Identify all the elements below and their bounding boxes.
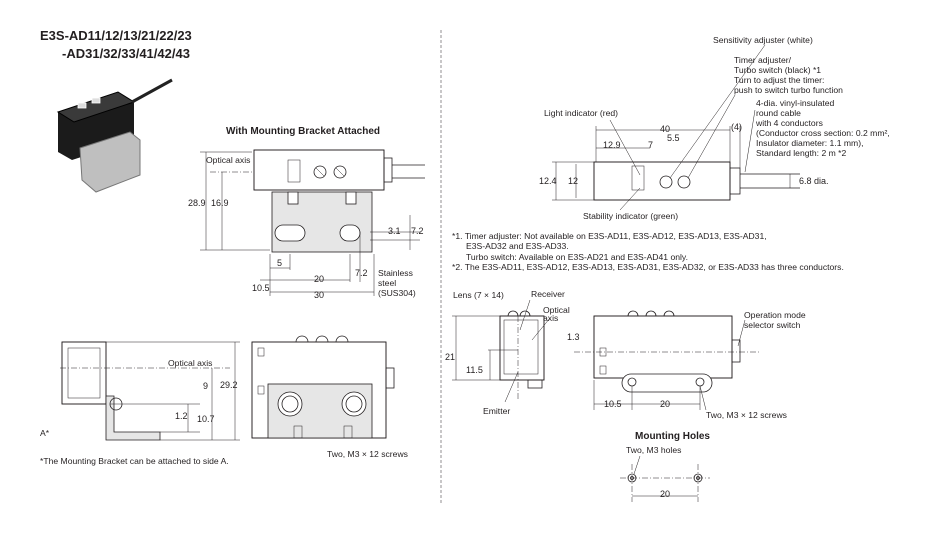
bracket-heading: With Mounting Bracket Attached [226, 126, 380, 137]
model-title-line1: E3S-AD11/12/13/21/22/23 [40, 28, 192, 43]
cable-label-1: 4-dia. vinyl-insulated [756, 98, 835, 108]
bracket-rear-view [251, 335, 395, 439]
bracket-side-view [60, 341, 240, 441]
dim-7-2-bottom: 7.2 [355, 268, 368, 278]
bracket-footnote: *The Mounting Bracket can be attached to… [40, 456, 229, 466]
timer-label-4: push to switch turbo function [734, 85, 843, 95]
dim-3-1: 3.1 [388, 226, 401, 236]
dim-4: (4) [731, 122, 742, 132]
optical-axis-label-2: Optical axis [168, 358, 213, 368]
dim-20-holes: 20 [660, 489, 671, 499]
dim-10-7: 10.7 [197, 414, 215, 424]
optical-label: Optical [543, 305, 570, 315]
axis-label: axis [543, 313, 559, 323]
dim-40: 40 [660, 124, 671, 134]
op-mode-label-1: Operation mode [744, 310, 806, 320]
dim-7: 7 [648, 140, 654, 150]
note-2: *2. The E3S-AD11, E3S-AD12, E3S-AD13, E3… [452, 262, 844, 272]
dim-29-2: 29.2 [220, 380, 238, 390]
mounting-holes-diagram [620, 455, 710, 502]
dim-7-2-right: 7.2 [411, 226, 424, 236]
dim-1-2: 1.2 [175, 411, 188, 421]
timer-label-3: Turn to adjust the timer: [734, 75, 825, 85]
sensor-front-view [574, 310, 760, 411]
dim-9: 9 [203, 381, 209, 391]
dim-1-3: 1.3 [567, 332, 580, 342]
cable-label-3: with 4 conductors [756, 118, 823, 128]
dim-20: 20 [314, 274, 325, 284]
dim-28-9: 28.9 [188, 198, 206, 208]
light-indicator-label: Light indicator (red) [544, 108, 619, 118]
note-1b: E3S-AD32 and E3S-AD33. [466, 241, 569, 251]
dim-12: 12 [568, 176, 579, 186]
lens-label: Lens (7 × 14) [453, 290, 504, 300]
sensor-top-view [552, 44, 800, 211]
cable-label-2: round cable [756, 108, 801, 118]
dim-16-9: 16.9 [211, 198, 229, 208]
timer-label-2: Turbo switch (black) *1 [734, 65, 822, 75]
cable-label-4: (Conductor cross section: 0.2 mm², [756, 128, 890, 138]
note-1a: *1. Timer adjuster: Not available on E3S… [452, 231, 767, 241]
bracket-front-view [200, 149, 425, 296]
dim-30: 30 [314, 290, 325, 300]
optical-axis-label: Optical axis [206, 155, 251, 165]
dim-12-4: 12.4 [539, 176, 557, 186]
dim-10-5-right: 10.5 [604, 399, 622, 409]
model-title-line2: -AD31/32/33/41/42/43 [62, 46, 190, 61]
receiver-label: Receiver [531, 289, 565, 299]
dim-12-9: 12.9 [603, 140, 621, 150]
note-1c: Turbo switch: Available on E3S-AD21 and … [466, 252, 688, 262]
stability-indicator-label: Stability indicator (green) [583, 211, 679, 221]
mounting-holes-heading: Mounting Holes [635, 431, 710, 442]
m3-holes-label: Two, M3 holes [626, 445, 682, 455]
product-photo [56, 78, 173, 193]
steel-label: steel [378, 278, 397, 288]
stainless-label: Stainless [378, 268, 413, 278]
dim-20-right: 20 [660, 399, 671, 409]
cable-label-5: Insulator diameter: 1.1 mm), [756, 138, 864, 148]
op-mode-label-2: selector switch [744, 320, 801, 330]
sensitivity-adjuster-label: Sensitivity adjuster (white) [713, 35, 813, 45]
side-a-label: A* [40, 428, 50, 438]
dim-5: 5 [277, 258, 283, 268]
sensor-side-view [452, 299, 551, 403]
emitter-label: Emitter [483, 406, 511, 416]
sus304-label: (SUS304) [378, 288, 416, 298]
dim-11-5: 11.5 [466, 365, 483, 375]
screws-label-left: Two, M3 × 12 screws [327, 449, 408, 459]
dim-21: 21 [445, 352, 456, 362]
screws-label-right: Two, M3 × 12 screws [706, 410, 787, 420]
dim-6-8-dia: 6.8 dia. [799, 176, 829, 186]
dim-10-5: 10.5 [252, 283, 270, 293]
dim-5-5: 5.5 [667, 133, 680, 143]
cable-label-6: Standard length: 2 m *2 [756, 148, 847, 158]
timer-label-1: Timer adjuster/ [734, 55, 791, 65]
